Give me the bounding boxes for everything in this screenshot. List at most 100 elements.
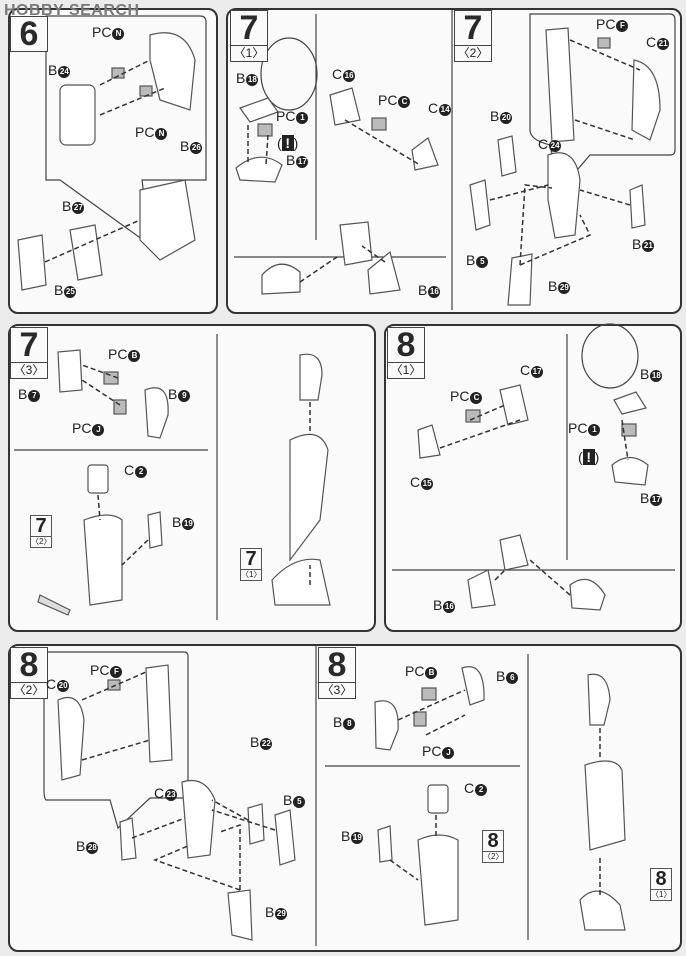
part-prefix: B [418,282,428,298]
part-number: 1 [588,424,601,436]
step-ref-7-2: 7〈2〉 [30,515,52,548]
part-prefix: B [640,366,650,382]
step-6-header: 6 [10,16,48,52]
part-prefix: PC [90,662,110,678]
part-number: B [425,667,438,679]
part-number: 2 [135,466,148,478]
part-number: 19 [182,518,195,530]
part-prefix: B [433,597,443,613]
part-prefix: C [428,100,439,116]
part-number: 19 [351,832,364,844]
part-number: 16 [343,70,356,82]
part-number: 24 [58,66,71,78]
part-prefix: B [632,236,642,252]
part-number: 21 [657,38,670,50]
step-number: 8 [19,646,39,684]
watermark: HOBBY SEARCH [4,2,140,19]
part-prefix: B [548,278,558,294]
part-number: 29 [275,908,288,920]
part-number: C [398,96,411,108]
part-prefix: PC [135,124,155,140]
part-number: 26 [190,142,203,154]
part-prefix: B [236,70,246,86]
step-substep: 〈1〉 [388,362,424,378]
warning-icon: (!) [277,135,299,151]
part-prefix: PC [450,388,470,404]
part-number: 9 [178,390,191,402]
part-number: F [110,666,123,678]
step-number: 6 [19,15,39,53]
step-number: 8 [327,646,347,684]
part-number: 15 [421,478,434,490]
part-prefix: C [46,676,57,692]
part-number: 29 [558,282,571,294]
part-number: 20 [57,680,70,692]
part-number: N [112,28,125,40]
part-number: 6 [506,672,519,684]
part-number: 23 [165,789,178,801]
step-number: 7 [239,9,259,47]
part-prefix: PC [92,24,112,40]
part-number: 27 [72,202,85,214]
part-prefix: B [265,904,275,920]
part-prefix: C [154,785,165,801]
part-number: 1 [296,112,309,124]
step-number: 7 [463,9,483,47]
part-prefix: B [496,668,506,684]
part-number: 17 [296,156,309,168]
part-number: 24 [549,140,562,152]
part-number: F [616,20,629,32]
part-prefix: C [646,34,657,50]
part-prefix: C [332,66,343,82]
part-number: N [155,128,168,140]
part-prefix: PC [568,420,588,436]
part-number: 28 [86,842,99,854]
step-8-3-header: 8〈3〉 [318,647,356,699]
step-8-1-header: 8〈1〉 [387,327,425,379]
part-prefix: PC [405,663,425,679]
step-7-2-header: 7〈2〉 [454,10,492,62]
part-number: 17 [531,366,544,378]
part-prefix: B [286,152,296,168]
part-number: J [442,747,455,759]
step-number: 7 [19,326,39,364]
part-number: 18 [650,370,663,382]
part-number: 16 [443,601,456,613]
assembly-arrows [44,39,641,895]
part-prefix: C [124,462,135,478]
part-prefix: B [180,138,190,154]
part-number: 22 [260,738,273,750]
part-prefix: C [410,474,421,490]
part-prefix: PC [72,420,92,436]
part-prefix: B [466,252,476,268]
part-prefix: B [283,792,293,808]
part-prefix: B [48,62,58,78]
part-prefix: B [490,108,500,124]
part-prefix: B [18,386,28,402]
step-substep: 〈2〉 [455,45,491,61]
part-prefix: B [250,734,260,750]
